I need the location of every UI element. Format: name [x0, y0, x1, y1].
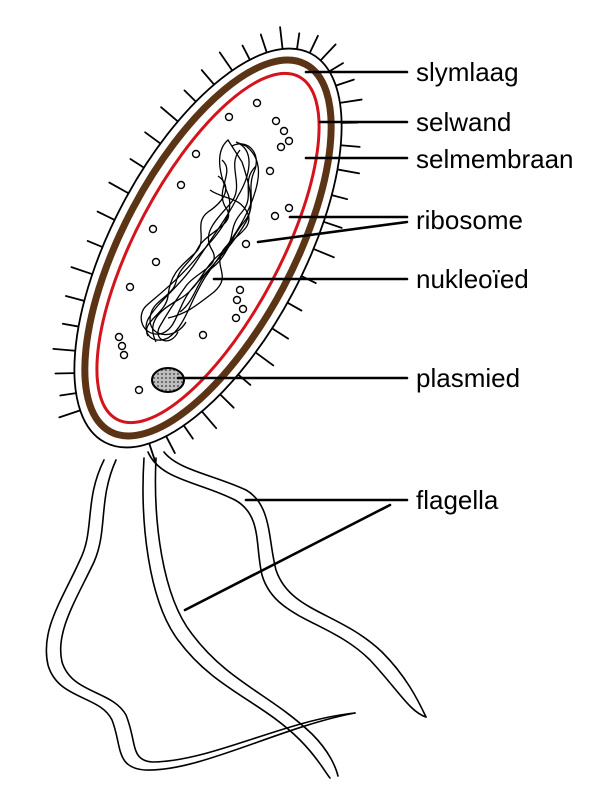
- cell: [52, 26, 363, 466]
- fimbria-hair: [54, 372, 76, 375]
- label-plasmid: plasmied: [416, 363, 520, 393]
- fimbria-hair: [96, 210, 116, 221]
- cell-membrane: [95, 71, 321, 425]
- fimbria-hair: [259, 33, 268, 54]
- fimbria-hair: [59, 392, 77, 397]
- label-ribosomes: ribosome: [416, 205, 523, 235]
- plasmid: [151, 367, 185, 393]
- label-cell-membrane: selmembraan: [416, 144, 574, 174]
- fimbria-hair: [144, 131, 162, 145]
- leader-flagella-2: [183, 503, 392, 612]
- fimbria-hair: [254, 351, 275, 367]
- flagellum-right-inner: [163, 451, 427, 718]
- ribosomes: [114, 98, 294, 395]
- fimbria-hair: [241, 44, 251, 61]
- leader-lines: [176, 70, 409, 612]
- fimbria-hair: [322, 220, 343, 229]
- fimbria-hair: [86, 240, 104, 248]
- fimbria-hair: [279, 26, 284, 50]
- flagellum-left-inner: [59, 459, 356, 763]
- flagella-group: [45, 451, 427, 779]
- fimbria-hair: [165, 435, 176, 454]
- fimbria-hair: [334, 78, 355, 87]
- label-slime-layer: slymlaag: [416, 57, 519, 87]
- fimbria-hair: [296, 32, 301, 51]
- fimbria-hair: [330, 194, 349, 201]
- fimbria-hair: [70, 266, 94, 276]
- fimbria-hair: [328, 62, 344, 73]
- label-flagella: flagella: [416, 485, 499, 515]
- fimbria-hair: [271, 327, 290, 340]
- flagellum-left: [45, 459, 356, 771]
- label-nucleoid: nukleoïed: [416, 264, 529, 294]
- fimbria-hair: [339, 144, 361, 148]
- flagellum-middle-inner: [154, 457, 339, 777]
- fimbria-hair: [183, 89, 197, 103]
- fimbria-hair: [58, 409, 82, 419]
- fimbria-hair: [148, 442, 158, 466]
- fimbria-hair: [200, 410, 218, 430]
- flagellum-right: [147, 451, 427, 718]
- fimbria-hair: [286, 301, 303, 312]
- fimbria-hair: [182, 424, 194, 440]
- fimbria-hair: [65, 295, 86, 302]
- fimbria-hair: [61, 322, 80, 328]
- fimbria-hair: [52, 347, 77, 352]
- fimbria-hair: [129, 158, 145, 169]
- fimbria-hair: [218, 51, 234, 72]
- fimbria-hair: [219, 393, 235, 409]
- nucleoid: [140, 139, 260, 343]
- cell-wall: [81, 56, 335, 440]
- fimbria-hair: [336, 168, 360, 175]
- slime-layer: [73, 47, 343, 449]
- flagellum-middle: [142, 457, 331, 779]
- fimbriae: [52, 26, 363, 466]
- leader-ribosome-2: [256, 220, 409, 244]
- fimbria-hair: [319, 43, 337, 62]
- fimbria-hair: [108, 181, 130, 195]
- fimbria-hair: [312, 248, 335, 259]
- label-cell-wall: selwand: [416, 107, 511, 137]
- fimbria-hair: [237, 373, 252, 386]
- fimbria-hair: [308, 34, 319, 54]
- fimbria-hair: [160, 106, 179, 123]
- fimbria-hair: [200, 69, 216, 86]
- fimbria-hair: [339, 98, 363, 104]
